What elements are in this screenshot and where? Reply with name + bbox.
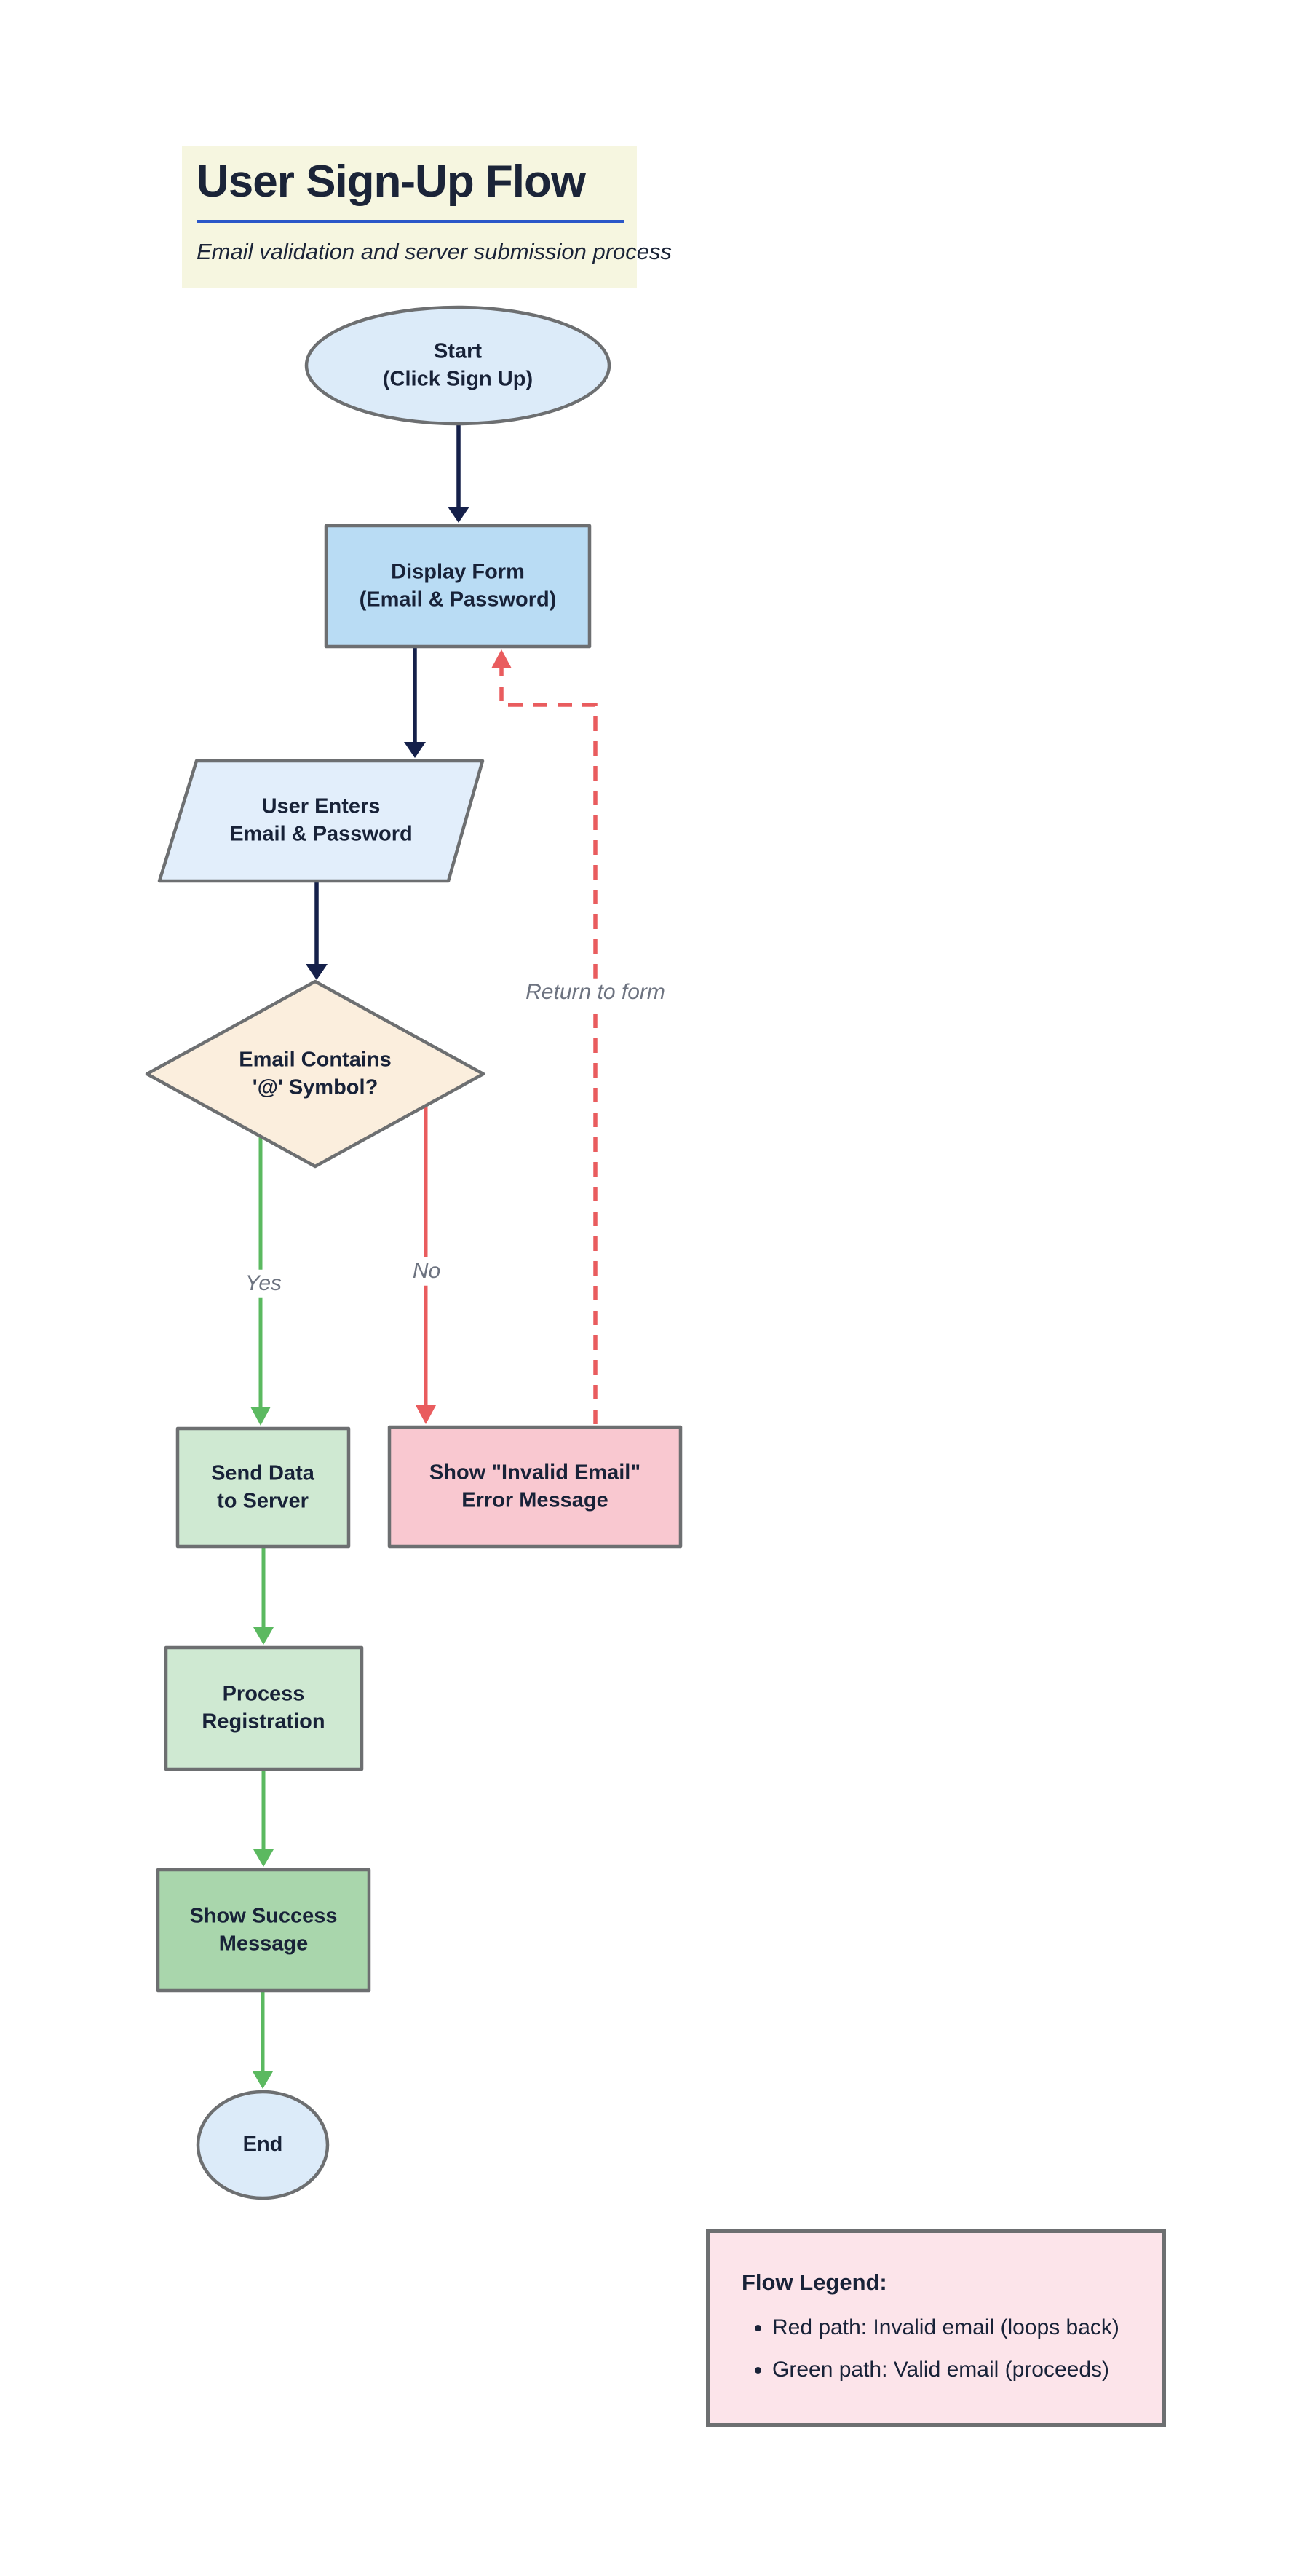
success-node-label: Show Success Message — [189, 1904, 338, 1955]
decision-node-label: Email Contains '@' Symbol? — [239, 1048, 392, 1099]
error-node-label: Show "Invalid Email" Error Message — [429, 1461, 641, 1512]
start-node-label: Start (Click Sign Up) — [382, 339, 533, 390]
display-form-node-label: Display Form (Email & Password) — [359, 560, 557, 611]
edge-label-yes: Yes — [237, 1269, 290, 1298]
title-block: User Sign-Up Flow Email validation and s… — [182, 146, 673, 288]
arrowhead-send-to-process — [253, 1627, 274, 1645]
arrowhead-loop-back — [491, 649, 512, 668]
edge-label-return-to-form: Return to form — [518, 978, 673, 1007]
send-data-node-label: Send Data to Server — [211, 1461, 314, 1512]
process-node-label: Process Registration — [202, 1682, 325, 1733]
arrowhead-no-to-error — [416, 1405, 436, 1424]
arrowhead-start-to-form — [448, 507, 469, 523]
edge-label-no: No — [405, 1257, 448, 1286]
flow-legend: Flow Legend: Red path: Invalid email (lo… — [706, 2229, 1166, 2427]
end-node-label: End — [242, 2133, 283, 2157]
edge-error-loop-back-dashed — [499, 667, 598, 1424]
arrowhead-form-to-input — [404, 742, 426, 758]
arrowhead-yes-to-send — [250, 1407, 271, 1426]
legend-item-red-path: Red path: Invalid email (loops back) — [772, 2315, 1141, 2341]
arrowhead-success-to-end — [253, 2071, 273, 2089]
page-title: User Sign-Up Flow — [197, 157, 586, 207]
arrowhead-process-to-success — [253, 1849, 274, 1867]
legend-item-green-path: Green path: Valid email (proceeds) — [772, 2357, 1141, 2383]
user-input-node-label: User Enters Email & Password — [229, 794, 413, 845]
arrowhead-input-to-decision — [306, 964, 328, 980]
title-underline — [197, 220, 624, 224]
legend-title: Flow Legend: — [742, 2269, 887, 2295]
page-subtitle: Email validation and server submission p… — [197, 239, 673, 265]
legend-list: Red path: Invalid email (loops back) Gre… — [742, 2315, 1141, 2383]
